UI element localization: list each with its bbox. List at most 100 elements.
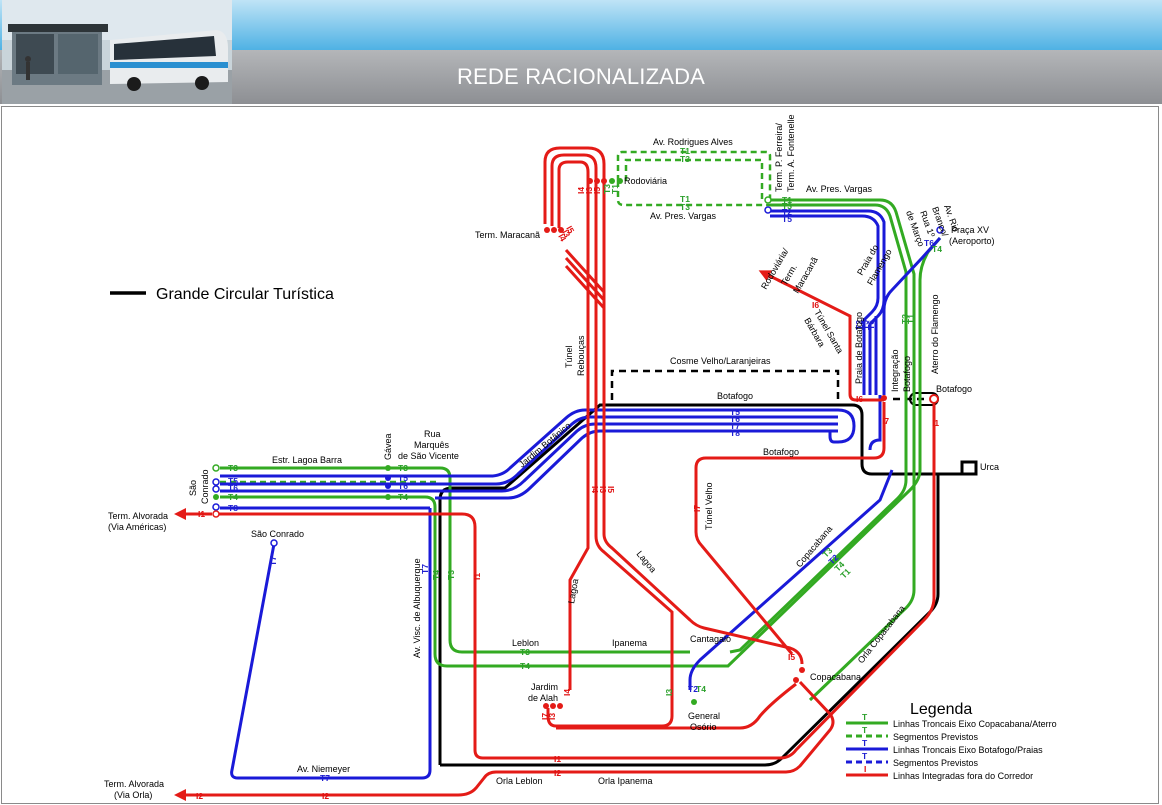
- label-conrado: Conrado: [200, 469, 210, 504]
- code-i4-mar: I4: [556, 232, 568, 243]
- label-integracao-bota: Botafogo: [902, 356, 912, 392]
- label-orla-leblon: Orla Leblon: [496, 776, 543, 786]
- brt-bus-photo: [2, 0, 232, 104]
- label-rodoviaria-term-3: Maracanã: [791, 255, 820, 295]
- route-codes: T1 T3 T1 T3 T1 T3 T2 T5 T6 T4 T3 T5 T6 T…: [196, 146, 942, 801]
- label-botafogo-top: Botafogo: [717, 391, 753, 401]
- arrow-rodoviaria-maracana: [758, 270, 787, 286]
- code-i5-rod: I5: [592, 187, 602, 194]
- label-integracao: Integração: [890, 349, 900, 392]
- code-t4-vert: T4: [431, 570, 441, 580]
- code-t4-gavea: T4: [398, 492, 408, 502]
- code-i1-bota: I1: [932, 418, 939, 428]
- label-term-alvorada-americas: Term. Alvorada: [108, 511, 168, 521]
- label-sao-conrado: São Conrado: [251, 529, 304, 539]
- code-t5-bota: T5: [730, 407, 740, 417]
- label-av-visc: Av. Visc. de Albuquerque: [412, 558, 422, 658]
- label-av-pres-vargas-left: Av. Pres. Vargas: [650, 211, 717, 221]
- svg-text:T: T: [862, 751, 868, 761]
- green-trunk-lines: [220, 198, 942, 702]
- legend-title: Legenda: [910, 701, 972, 718]
- code-t3-gavea: T3: [398, 463, 408, 473]
- label-botafogo-mid: Botafogo: [763, 447, 799, 457]
- code-t3-leblon: T3: [520, 647, 530, 657]
- label-copacabana: Copacabana: [810, 672, 861, 682]
- code-t5-east: T5: [782, 214, 792, 224]
- label-marques: Marquês: [414, 440, 450, 450]
- place-labels: Av. Rodrigues Alves Rodoviária Av. Pres.…: [104, 114, 999, 800]
- label-av-rodrigues-alves: Av. Rodrigues Alves: [653, 137, 733, 147]
- code-i5-copa: I5: [788, 652, 795, 662]
- code-t4-go: T4: [696, 684, 706, 694]
- red-integrated-lines: [195, 146, 936, 797]
- code-i4-tr: I4: [590, 486, 600, 493]
- page-title: REDE RACIONALIZADA: [456, 64, 706, 89]
- label-rodoviaria: Rodoviária: [624, 176, 667, 186]
- code-i3-tr: I3: [598, 486, 608, 493]
- label-tunel: Túnel: [564, 345, 574, 368]
- label-aterro: Aterro do Flamengo: [930, 294, 940, 374]
- legend: Legenda T Linhas Troncais Eixo Copacaban…: [846, 701, 1057, 781]
- code-t5-sc: T5: [228, 476, 238, 486]
- code-t6-gavea: T6: [398, 481, 408, 491]
- code-t4-praca: T4: [932, 244, 942, 254]
- svg-text:T: T: [862, 712, 868, 722]
- code-i3-rod: I3: [584, 187, 594, 194]
- legend-item-blue-solid: T Linhas Troncais Eixo Botafogo/Praias: [846, 738, 1043, 755]
- code-i4-ja: I4: [562, 689, 572, 696]
- code-t5-gavea: T5: [398, 473, 408, 483]
- code-i7-v: I7: [692, 505, 702, 512]
- code-t1-at: T1: [906, 314, 916, 324]
- code-t2-go: T2: [688, 684, 698, 694]
- code-t3-sc: T3: [228, 463, 238, 473]
- label-aeroporto: (Aeroporto): [949, 236, 995, 246]
- code-t3-at: T3: [900, 314, 910, 324]
- code-t3-east: T3: [782, 201, 792, 211]
- svg-text:I: I: [864, 764, 866, 774]
- label-estr-lagoa-barra: Estr. Lagoa Barra: [272, 455, 342, 465]
- label-jardim: Jardim: [531, 682, 558, 692]
- code-t4-leblon: T4: [520, 661, 530, 671]
- label-rua: Rua: [424, 429, 441, 439]
- label-general: General: [688, 711, 720, 721]
- code-t6-bf: T6: [866, 320, 876, 330]
- label-sao: São: [188, 480, 198, 496]
- label-orla-ipanema: Orla Ipanema: [598, 776, 653, 786]
- label-lagoa-left: Lagoa: [566, 578, 580, 604]
- label-av-pres-vargas-right: Av. Pres. Vargas: [806, 184, 873, 194]
- code-i5-mar: I5: [564, 224, 576, 235]
- code-t7-sc: T7: [268, 556, 278, 566]
- code-t5-bf: T5: [860, 320, 870, 330]
- code-i5-tr: I5: [606, 486, 616, 493]
- svg-text:Linhas Integradas fora do Corr: Linhas Integradas fora do Corredor: [893, 771, 1033, 781]
- svg-text:T: T: [862, 738, 868, 748]
- header-banner: REDE RACIONALIZADA: [0, 0, 1162, 106]
- code-i2-orla: I2: [554, 768, 561, 778]
- label-gavea: Gávea: [383, 433, 393, 460]
- code-t7-vert: T7: [420, 564, 430, 574]
- svg-text:Linhas Troncais Eixo Copacaban: Linhas Troncais Eixo Copacabana/Aterro: [893, 719, 1057, 729]
- code-i2-term: I2: [196, 791, 203, 801]
- code-i7-ja: I7: [540, 713, 550, 720]
- svg-text:Segmentos Previstos: Segmentos Previstos: [893, 732, 979, 742]
- code-t7-niemeyer: T7: [320, 773, 330, 783]
- label-orla-copacabana: Orla Copacabana: [856, 603, 907, 665]
- legend-item-green-solid: T Linhas Troncais Eixo Copacabana/Aterro: [846, 712, 1057, 729]
- label-term-alvorada-orla: Term. Alvorada: [104, 779, 164, 789]
- code-t3-vert: T3: [446, 570, 456, 580]
- code-t3-pv: T3: [680, 202, 690, 212]
- label-praca-xv: Praça XV: [951, 225, 989, 235]
- svg-text:Linhas Troncais Eixo Botafogo/: Linhas Troncais Eixo Botafogo/Praias: [893, 745, 1043, 755]
- label-av-niemeyer: Av. Niemeyer: [297, 764, 350, 774]
- code-t3-ipanema: I3: [664, 689, 674, 696]
- label-de-alah: de Alah: [528, 693, 558, 703]
- code-t7-bota: T7: [730, 421, 740, 431]
- legend-item-blue-dashed: T Segmentos Previstos: [846, 751, 979, 768]
- label-praia-botafogo: Praia de Botafogo: [854, 312, 864, 384]
- legend-item-red-solid: I Linhas Integradas fora do Corredor: [846, 764, 1033, 781]
- label-leblon: Leblon: [512, 638, 539, 648]
- grande-circular-key: Grande Circular Turística: [110, 286, 334, 303]
- label-osorio: Osório: [690, 722, 717, 732]
- label-term-maracana: Term. Maracanã: [475, 230, 540, 240]
- circular-dashed-cosme-velho: [610, 369, 925, 401]
